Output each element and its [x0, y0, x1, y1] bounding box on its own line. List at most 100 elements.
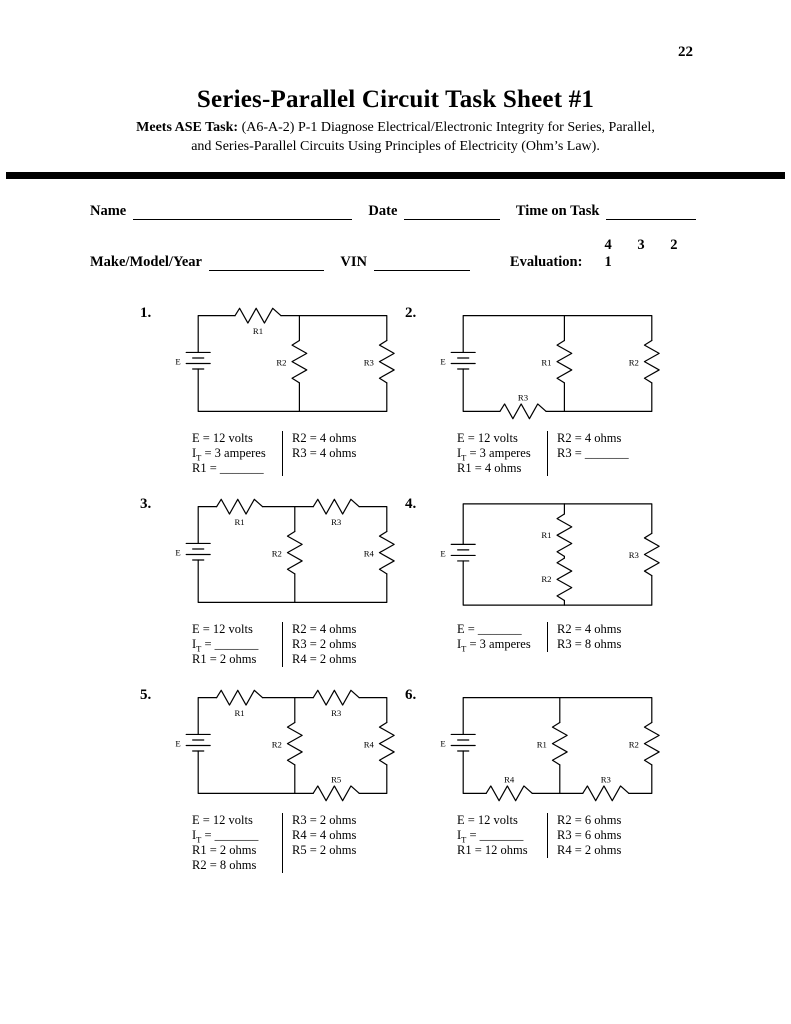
value-line: R3 = 8 ohms	[557, 636, 622, 651]
battery-symbol	[185, 542, 211, 561]
time-on-task-label: Time on Task	[515, 202, 600, 219]
resistor-r1	[216, 498, 264, 515]
divider-rule	[6, 171, 785, 179]
resistor-r3-label: R3	[331, 517, 342, 527]
value-line: R5 = 2 ohms	[292, 842, 357, 857]
resistor-r2	[643, 721, 660, 766]
resistor-r2-label: R2	[272, 739, 282, 749]
ase-task-text: (A6-A-2) P-1 Diagnose Electrical/Electro…	[238, 120, 655, 135]
resistor-r4-label: R4	[364, 548, 375, 558]
value-line: IT = _______	[192, 636, 259, 654]
make-model-year-label: Make/Model/Year	[90, 253, 202, 270]
circuit-4-diagram: R1 R2 R3 E	[440, 503, 660, 606]
resistor-r3-label: R3	[518, 392, 529, 402]
battery-symbol	[450, 543, 476, 562]
resistor-r1-label: R1	[541, 530, 551, 540]
battery-symbol	[450, 351, 476, 370]
resistor-r2-label: R2	[629, 357, 639, 367]
resistor-r2-label: R2	[276, 357, 286, 367]
value-line: R3 = 2 ohms	[292, 636, 357, 651]
resistor-r3-label: R3	[364, 357, 375, 367]
battery-symbol	[450, 733, 476, 752]
values-left-column: E = _______IT = 3 amperes	[457, 621, 547, 653]
resistor-r2-label: R2	[272, 548, 282, 558]
circuit-1-number: 1.	[140, 304, 152, 321]
time-on-task-blank	[606, 205, 697, 220]
resistor-r1-label: R1	[253, 326, 263, 336]
wire	[462, 314, 653, 412]
resistor-r5-label: R5	[331, 774, 342, 784]
vin-label: VIN	[340, 253, 367, 270]
wire	[462, 696, 653, 794]
ase-task-line-2: and Series-Parallel Circuits Using Princ…	[191, 138, 600, 154]
resistor-r3-label: R3	[601, 774, 612, 784]
resistor-r5	[312, 785, 360, 802]
resistor-r1	[551, 721, 568, 766]
value-line: R1 = _______	[192, 460, 264, 475]
resistor-r2	[286, 721, 303, 766]
resistor-r4	[378, 530, 395, 575]
value-line: R1 = 2 ohms	[192, 651, 257, 666]
value-line: R3 = 6 ohms	[557, 827, 622, 842]
circuit-1-diagram: R1 R2 R3 E	[175, 307, 395, 412]
task-sheet-page: Series-Parallel Circuit Task Sheet #1 Me…	[0, 86, 791, 873]
evaluation-value-3: 3	[637, 236, 645, 253]
evaluation-value-4: 4	[604, 236, 612, 253]
value-line: IT = 3 amperes	[192, 445, 266, 463]
name-blank	[133, 205, 353, 220]
wire	[462, 503, 653, 606]
resistor-r1-label: R1	[234, 708, 244, 718]
value-line: R4 = 2 ohms	[557, 842, 622, 857]
battery-label: E	[440, 356, 445, 366]
battery-label: E	[175, 547, 180, 557]
resistor-r2	[556, 557, 573, 601]
evaluation-value-1: 1	[604, 253, 612, 270]
resistor-r3-label: R3	[331, 708, 342, 718]
value-line: R3 = _______	[557, 445, 629, 460]
wire	[197, 314, 388, 412]
battery-symbol	[185, 733, 211, 752]
date-label: Date	[368, 202, 398, 219]
resistor-r1	[216, 689, 264, 706]
resistor-r3	[378, 339, 395, 384]
value-line: IT = _______	[457, 827, 524, 845]
page-number: 22	[678, 44, 693, 60]
value-line: IT = _______	[192, 827, 259, 845]
resistor-r4-label: R4	[504, 774, 515, 784]
make-model-year-blank	[208, 256, 325, 271]
value-line: R1 = 2 ohms	[192, 842, 257, 857]
value-line: E = 12 volts	[192, 430, 253, 445]
resistor-r3-label: R3	[629, 550, 640, 560]
battery-label: E	[175, 356, 180, 366]
resistor-r3	[312, 689, 360, 706]
value-line: R4 = 2 ohms	[292, 651, 357, 666]
ase-task-statement: Meets ASE Task: (A6-A-2) P-1 Diagnose El…	[0, 119, 791, 157]
value-line: R1 = 4 ohms	[457, 460, 522, 475]
resistor-r1-label: R1	[537, 739, 547, 749]
resistor-r1-label: R1	[541, 357, 551, 367]
battery-label: E	[440, 738, 445, 748]
circuit-2-number: 2.	[405, 304, 417, 321]
value-line: E = _______	[457, 621, 522, 636]
value-line: R3 = 4 ohms	[292, 445, 357, 460]
resistor-r4	[378, 721, 395, 766]
wire	[197, 505, 388, 603]
resistor-r1	[556, 513, 573, 557]
resistor-r2	[643, 339, 660, 384]
resistor-r3	[499, 403, 547, 420]
resistor-r4	[485, 785, 533, 802]
vin-blank	[374, 256, 470, 271]
